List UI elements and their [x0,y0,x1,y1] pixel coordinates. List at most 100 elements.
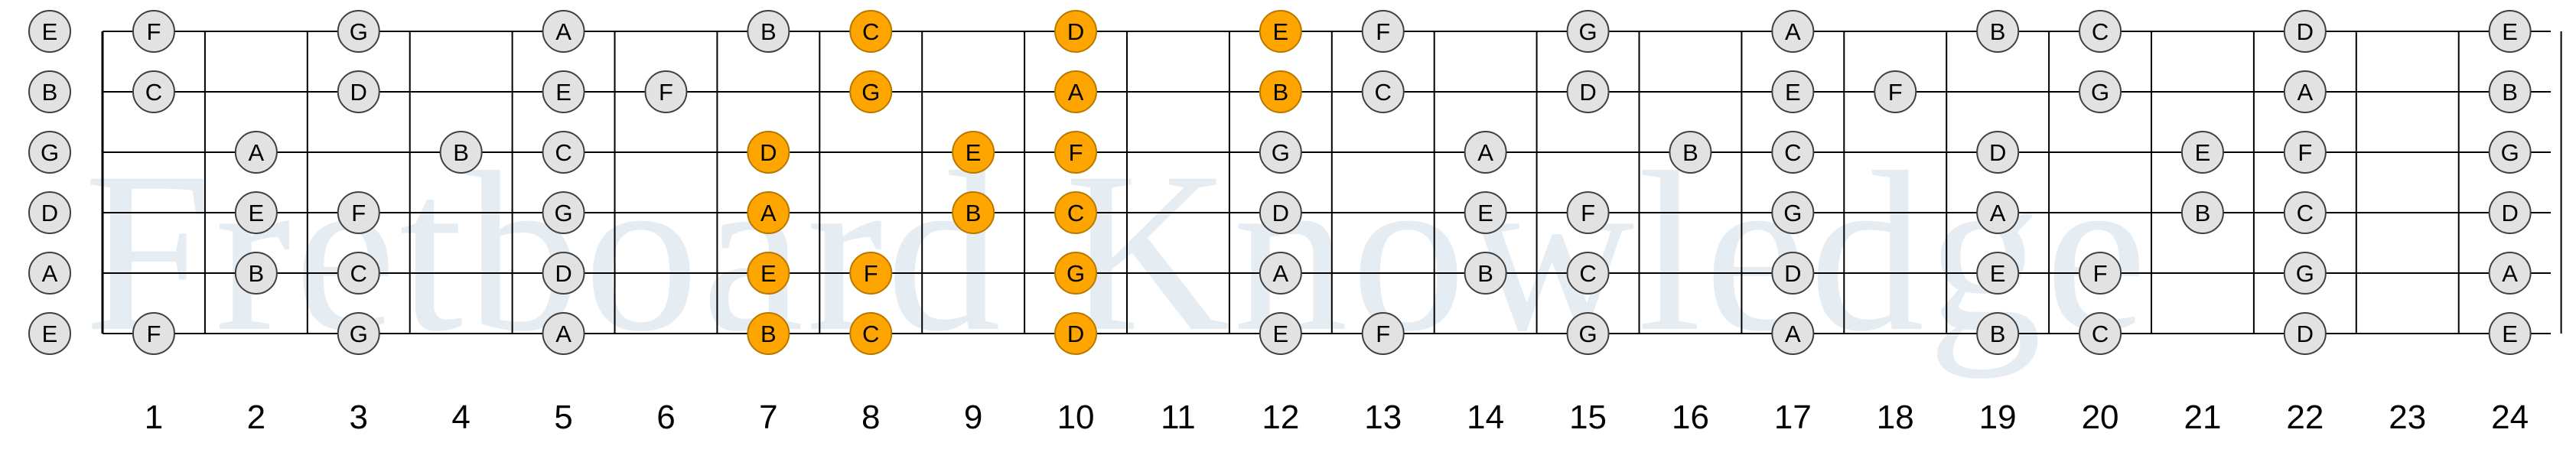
note-marker [1976,10,2020,53]
string-lines [103,31,2551,334]
note-label: E [2502,18,2518,45]
note-label: C [350,260,367,287]
note-label: C [2092,18,2109,45]
note-marker [1771,191,1815,234]
fret-number: 23 [2389,399,2426,436]
note-label: C [1067,200,1084,226]
highlighted-note-marker [1054,252,1098,295]
note-label: F [1376,18,1390,45]
note-label: C [2092,321,2109,347]
note-marker [542,131,585,174]
note-label: A [555,18,572,45]
fret-number: 16 [1672,399,1709,436]
note-marker [1771,10,1815,53]
note-marker [1566,191,1610,234]
note-marker [2283,312,2327,355]
fret-number: 19 [1979,399,2017,436]
note-marker [2079,252,2122,295]
fret-number: 8 [861,399,880,436]
note-label: F [1581,200,1595,226]
highlighted-note-marker [849,312,893,355]
highlighted-note-marker [1054,70,1098,113]
note-label: B [966,200,982,226]
watermark-text: Fretboard Knowledge [84,125,2150,379]
open-string-marker [28,131,71,174]
note-marker [644,70,688,113]
note-label: B [453,139,469,166]
note-label: B [249,260,265,287]
open-string-marker [28,10,71,53]
note-marker [337,191,380,234]
note-label: A [1068,79,1084,106]
note-label: A [555,321,572,347]
note-label: C [145,79,162,106]
note-label: D [2297,18,2314,45]
fret-lines [101,31,2562,334]
fret-number: 10 [1057,399,1095,436]
fret-number: 1 [145,399,163,436]
note-label: E [249,200,265,226]
note-marker [1669,131,1712,174]
note-marker [2488,70,2532,113]
open-string-marker [28,252,71,295]
fret-number: 12 [1262,399,1299,436]
open-string-marker [28,70,71,113]
note-label: B [1273,79,1289,106]
note-label: C [555,139,572,166]
note-marker [234,131,278,174]
note-label: C [2297,200,2314,226]
note-label: G [861,79,880,106]
fret-number: 14 [1467,399,1504,436]
note-marker [132,312,175,355]
highlighted-note-marker [747,252,790,295]
note-label: A [2502,260,2518,287]
note-label: E [1785,79,1801,106]
note-label: D [41,200,58,226]
note-label: D [555,260,572,287]
note-label: C [1784,139,1801,166]
note-marker [542,10,585,53]
note-label: D [2501,200,2518,226]
note-marker [439,131,483,174]
fret-number: 4 [451,399,470,436]
note-marker [1361,70,1405,113]
open-string-marker [28,312,71,355]
note-marker [2488,252,2532,295]
note-label: B [2502,79,2518,106]
note-marker [2488,191,2532,234]
note-marker [337,70,380,113]
note-label: G [1578,321,1597,347]
note-label: D [2297,321,2314,347]
note-marker [1976,191,2020,234]
note-label: G [1578,18,1597,45]
note-marker [2488,131,2532,174]
note-marker [2283,191,2327,234]
note-marker [1874,70,1917,113]
note-label: A [1990,200,2006,226]
open-string-marker [28,191,71,234]
note-label: F [659,79,673,106]
note-marker [542,312,585,355]
highlighted-note-marker [747,191,790,234]
note-label: E [2195,139,2211,166]
note-label: F [2298,139,2312,166]
note-label: E [42,18,58,45]
note-label: G [350,18,368,45]
note-marker [2283,70,2327,113]
note-label: D [1989,139,2006,166]
note-label: F [1069,139,1083,166]
note-label: F [2093,260,2108,287]
highlighted-note-marker [1054,312,1098,355]
highlighted-note-marker [1054,10,1098,53]
fret-number: 2 [247,399,265,436]
note-label: B [760,18,777,45]
highlighted-note-marker [952,131,995,174]
fret-number: 6 [656,399,675,436]
note-marker [1771,131,1815,174]
note-label: E [1477,200,1493,226]
note-marker [1566,70,1610,113]
note-label: D [350,79,367,106]
